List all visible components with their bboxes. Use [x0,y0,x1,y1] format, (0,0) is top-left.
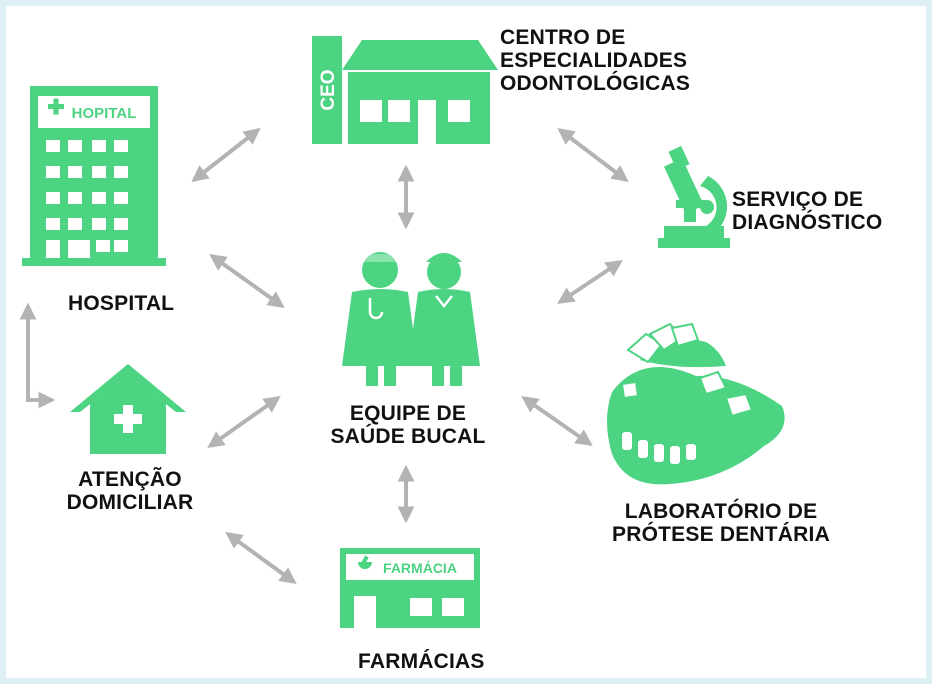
building-icon: CEO [312,36,498,144]
denture-icon [607,322,785,485]
pharmacy-icon: FARMÁCIA [340,548,480,628]
arrow-atencao-equipe [207,396,281,448]
hospital-sign-text: HOPITAL [72,105,137,122]
laboratorio-label-line-2: PRÓTESE DENTÁRIA [612,523,830,546]
atencao-label: ATENÇÃO DOMICILIAR [54,468,206,514]
arrow-equipe-laboratorio [521,396,593,446]
ceo-sign-text: CEO [318,69,339,110]
house-cross-icon [70,364,186,454]
arrow-hospital-ceo [191,127,261,183]
ceo-label-line-3: ODONTOLÓGICAS [500,72,691,95]
arrow-ceo-diagnostico [557,127,629,183]
arrow-atencao-farmacia [225,532,297,584]
arrow-hospital-equipe [209,254,285,308]
hospital-icon: HOPITAL [22,86,166,266]
connector-arrows [19,127,629,584]
microscope-icon [658,145,730,248]
diagnostico-label: SERVIÇO DE DIAGNÓSTICO [732,188,882,234]
pharmacy-sign-text: FARMÁCIA [383,560,457,576]
arrow-hospital-atencao [19,302,56,409]
hospital-label: HOSPITAL [68,292,174,315]
laboratorio-label: LABORATÓRIO DE PRÓTESE DENTÁRIA [590,500,852,546]
equipe-label: EQUIPE DE SAÚDE BUCAL [326,402,490,448]
ceo-label-line-2: ESPECIALIDADES [500,49,688,72]
diagnostico-label-line-2: DIAGNÓSTICO [732,211,883,234]
hospital-label-text: HOSPITAL [68,292,175,315]
diagnostico-label-line-1: SERVIÇO DE [732,188,864,211]
atencao-label-line-1: ATENÇÃO [78,468,182,491]
dentists-icon [342,252,480,386]
arrow-diagnostico-equipe [557,260,623,304]
equipe-label-line-2: SAÚDE BUCAL [330,425,486,448]
ceo-label: CENTRO DE ESPECIALIDADES ODONTOLÓGICAS [500,26,690,95]
ceo-label-line-1: CENTRO DE [500,26,626,49]
farmacia-label-text: FARMÁCIAS [358,650,485,673]
atencao-label-line-2: DOMICILIAR [66,491,194,514]
farmacia-label: FARMÁCIAS [358,650,485,673]
laboratorio-label-line-1: LABORATÓRIO DE [624,500,818,523]
equipe-label-line-1: EQUIPE DE [349,402,467,425]
